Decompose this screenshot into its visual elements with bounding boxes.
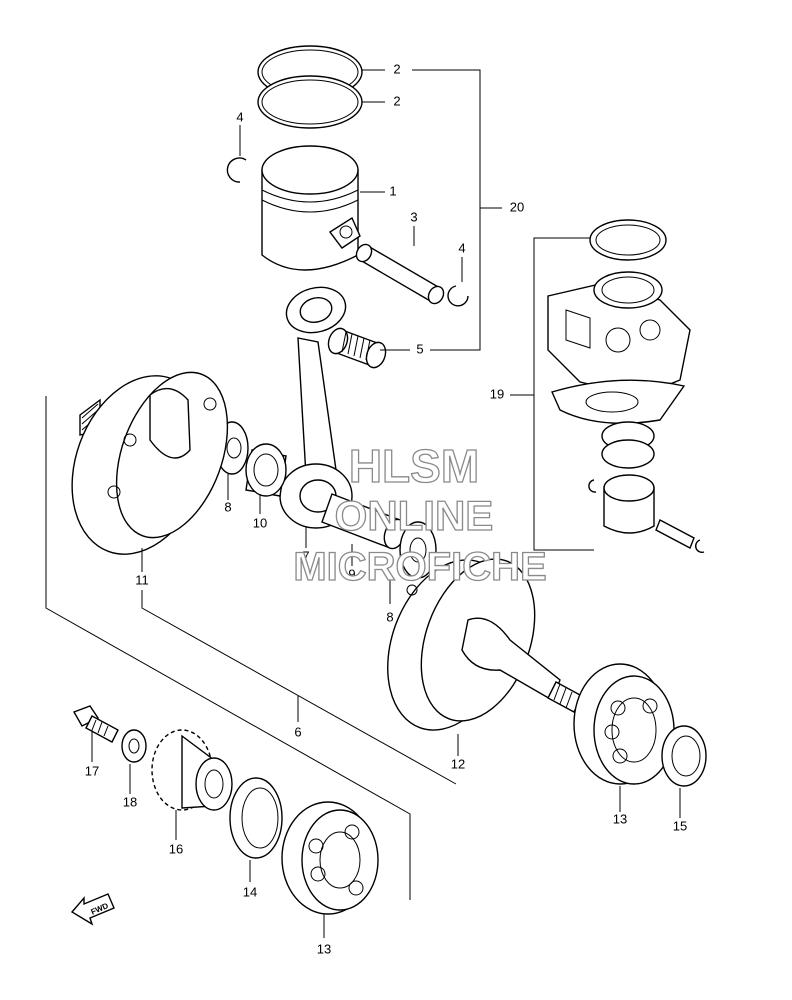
label-part-18: 18 bbox=[123, 794, 137, 809]
label-part-10: 10 bbox=[253, 515, 267, 530]
oil-seal-left bbox=[229, 777, 283, 859]
label-part-4-left: 4 bbox=[236, 109, 243, 124]
small-end-needle-bearing bbox=[327, 327, 387, 369]
big-end-bearing bbox=[245, 443, 287, 497]
label-part-8-left: 8 bbox=[224, 499, 231, 514]
label-part-2-lower: 2 bbox=[393, 93, 400, 108]
piston-pin-clip-left bbox=[226, 157, 247, 183]
watermark-line-1: HLSM bbox=[349, 440, 479, 492]
label-part-14: 14 bbox=[243, 884, 257, 899]
label-part-20: 20 bbox=[510, 199, 524, 214]
crank-washer-right bbox=[399, 521, 437, 579]
label-part-2-upper: 2 bbox=[393, 61, 400, 76]
watermark: HLSM ONLINE MICROFICHE bbox=[293, 439, 548, 589]
primary-gear-washer bbox=[121, 729, 147, 763]
piston bbox=[261, 145, 361, 271]
part-labels: 2 2 1 20 3 4 4 5 19 8 10 7 9 8 11 6 12 1… bbox=[85, 61, 687, 956]
crankshaft-bearing-left bbox=[281, 801, 379, 915]
label-part-19: 19 bbox=[490, 386, 504, 401]
label-part-13-right: 13 bbox=[613, 811, 627, 826]
connecting-rod bbox=[279, 286, 353, 529]
leader-lines bbox=[45, 69, 681, 938]
label-part-13-left: 13 bbox=[317, 941, 331, 956]
piston-pin-clip-right bbox=[447, 285, 469, 307]
crankshaft-bearing-right bbox=[573, 663, 675, 785]
label-part-6: 6 bbox=[294, 724, 301, 739]
crankshaft-left-half bbox=[71, 371, 229, 555]
label-part-15: 15 bbox=[673, 818, 687, 833]
watermark-line-3: MICROFICHE bbox=[293, 545, 546, 589]
label-part-7: 7 bbox=[302, 548, 309, 563]
crankshaft-right-half bbox=[387, 558, 583, 731]
label-part-8-right: 8 bbox=[386, 609, 393, 624]
label-part-4-right: 4 bbox=[458, 240, 465, 255]
label-part-12: 12 bbox=[451, 756, 465, 771]
label-part-5: 5 bbox=[416, 341, 423, 356]
label-part-3: 3 bbox=[410, 209, 417, 224]
piston-ring-lower bbox=[257, 75, 363, 129]
label-part-16: 16 bbox=[169, 841, 183, 856]
piston-pin bbox=[355, 243, 445, 305]
label-part-11: 11 bbox=[135, 572, 149, 587]
oil-seal-right bbox=[661, 725, 707, 787]
watermark-line-2: ONLINE bbox=[335, 492, 494, 539]
primary-drive-gear bbox=[151, 729, 233, 811]
label-part-9: 9 bbox=[348, 566, 355, 581]
primary-gear-bolt bbox=[72, 705, 119, 743]
label-part-17: 17 bbox=[85, 763, 99, 778]
cylinder-kit bbox=[547, 271, 705, 554]
forward-direction-arrow: FWD bbox=[70, 893, 115, 926]
cylinder-base-gasket bbox=[589, 219, 667, 261]
label-part-1: 1 bbox=[389, 183, 396, 198]
